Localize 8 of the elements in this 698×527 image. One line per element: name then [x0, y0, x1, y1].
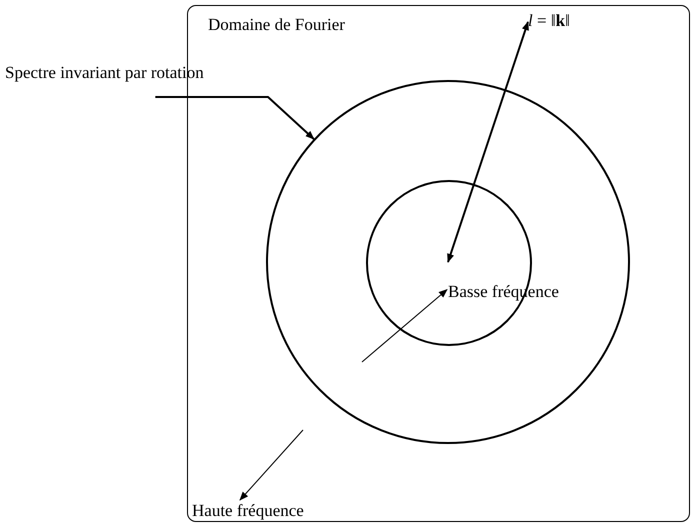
formula-label: l = ‖k‖ [528, 10, 623, 34]
region-label: Haute fréquence [192, 500, 352, 524]
double-arrow [447, 21, 529, 263]
outer-circle [266, 80, 630, 444]
arrow [239, 430, 304, 501]
leader-line [155, 96, 314, 140]
frame-title: Domaine de Fourier [208, 14, 345, 36]
arrow [362, 289, 448, 362]
